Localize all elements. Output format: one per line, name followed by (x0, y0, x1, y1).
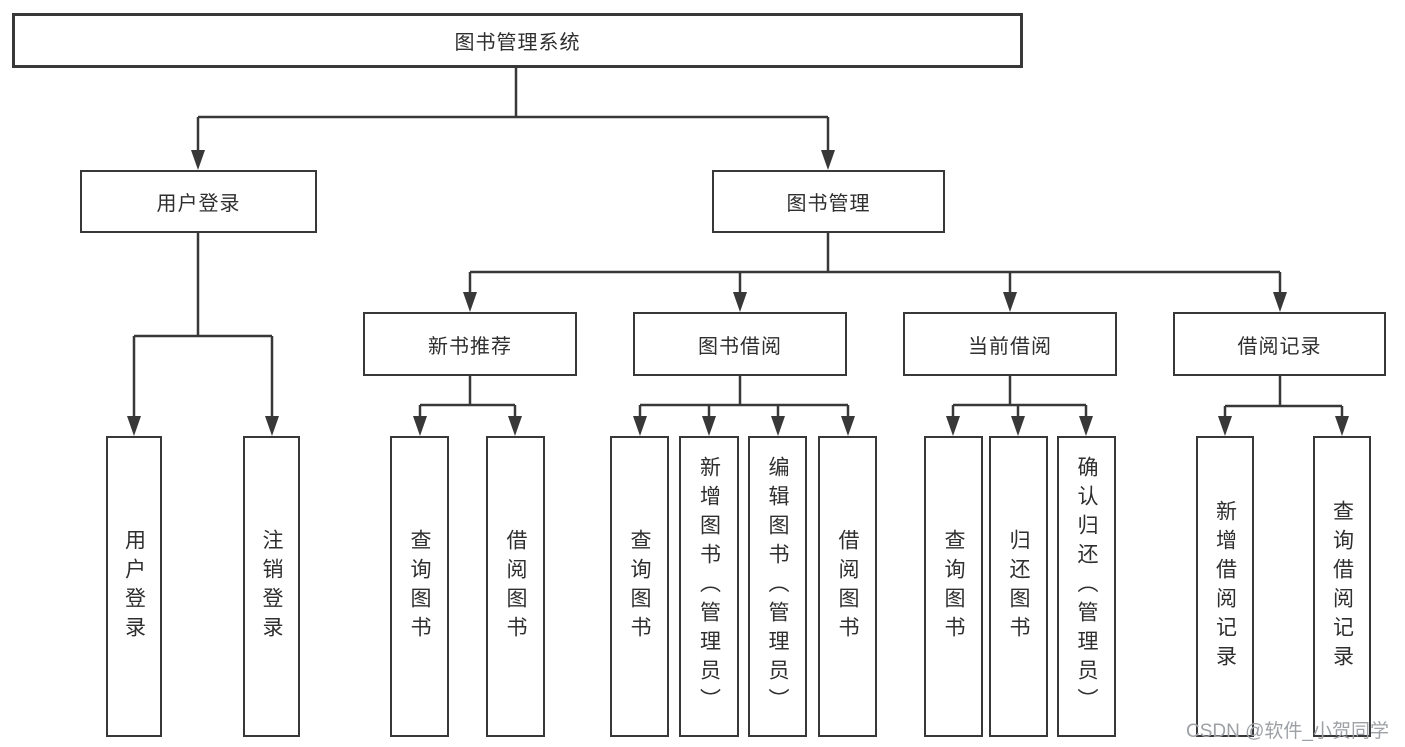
arrowhead-down-icon (821, 150, 835, 170)
arrowhead-down-icon (1079, 416, 1093, 436)
leaf-query-books-borrowing: 查询图书 (610, 436, 669, 737)
arrowhead-down-icon (1218, 416, 1232, 436)
leaf-logout: 注销登录 (243, 436, 300, 737)
arrowhead-down-icon (1003, 292, 1017, 312)
connector-line (198, 68, 828, 119)
leaf-borrow-books-borrowing: 借阅图书 (818, 436, 877, 737)
arrowhead-down-icon (1011, 416, 1025, 436)
leaf-add-borrow-record: 新增借阅记录 (1196, 436, 1254, 737)
leaf-return-books: 归还图书 (989, 436, 1048, 737)
leaf-borrow-books-recommend: 借阅图书 (486, 436, 545, 737)
arrowhead-down-icon (508, 416, 522, 436)
arrowhead-down-icon (127, 416, 141, 436)
connector-line (470, 233, 1280, 274)
arrowhead-down-icon (1273, 292, 1287, 312)
arrowhead-down-icon (733, 292, 747, 312)
arrowhead-down-icon (633, 416, 647, 436)
connector-line (134, 233, 272, 338)
leaf-add-book-admin: 新增图书（管理员） (679, 436, 739, 737)
connector-line (953, 376, 1086, 407)
arrowhead-down-icon (841, 416, 855, 436)
leaf-query-borrow-record: 查询借阅记录 (1313, 436, 1371, 737)
connector-line (1225, 376, 1342, 408)
node-new-book-recommendation: 新书推荐 (363, 312, 577, 376)
arrowhead-down-icon (265, 416, 279, 436)
leaf-query-books-current: 查询图书 (924, 436, 983, 737)
arrowhead-down-icon (413, 416, 427, 436)
node-user-login: 用户登录 (80, 170, 317, 233)
arrowhead-down-icon (771, 416, 785, 436)
arrowhead-down-icon (946, 416, 960, 436)
leaf-edit-book-admin: 编辑图书（管理员） (748, 436, 807, 737)
csdn-watermark: CSDN @软件_小贺同学 (1186, 721, 1389, 742)
leaf-user-login: 用户登录 (106, 436, 162, 737)
node-book-borrowing: 图书借阅 (633, 312, 847, 376)
node-borrowing-records: 借阅记录 (1173, 312, 1386, 376)
connector-line (640, 376, 848, 407)
node-library-management-system: 图书管理系统 (12, 13, 1023, 68)
arrowhead-down-icon (463, 292, 477, 312)
arrowhead-down-icon (702, 416, 716, 436)
node-book-management: 图书管理 (712, 170, 945, 233)
arrowhead-down-icon (191, 150, 205, 170)
leaf-query-books-recommend: 查询图书 (390, 436, 449, 737)
leaf-confirm-return-admin: 确认归还（管理员） (1057, 436, 1116, 737)
connector-line (420, 376, 515, 407)
arrowhead-down-icon (1335, 416, 1349, 436)
node-current-borrowing: 当前借阅 (903, 312, 1117, 376)
